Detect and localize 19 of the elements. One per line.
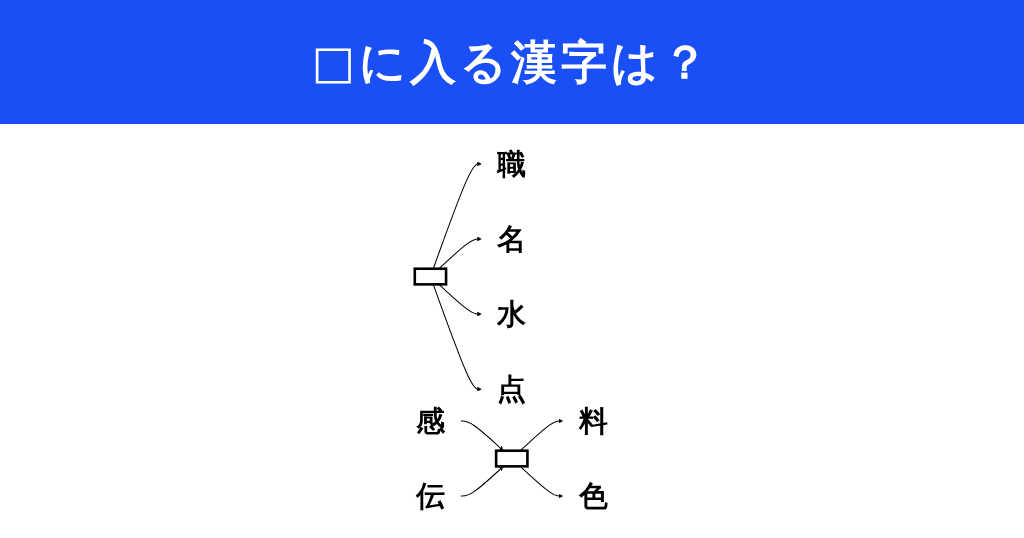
node-text: 水 (497, 296, 527, 331)
arrow (438, 283, 482, 317)
arrow (460, 420, 504, 451)
node-text: 点 (497, 371, 527, 406)
node-text: 名 (497, 221, 527, 256)
node-box (495, 449, 529, 468)
arrow (432, 283, 482, 392)
arrow (519, 465, 564, 499)
node-text: 職 (497, 146, 527, 181)
arrow (438, 236, 482, 270)
node-text: 感 (416, 403, 446, 438)
arrow (460, 466, 504, 497)
node-text: 料 (578, 403, 608, 438)
arrow (432, 161, 482, 270)
node-text: 伝 (416, 478, 446, 513)
node-text: 色 (578, 478, 608, 513)
arrow (519, 418, 564, 452)
title-banner: □に入る漢字は？ (0, 0, 1024, 124)
node-box (413, 267, 448, 286)
